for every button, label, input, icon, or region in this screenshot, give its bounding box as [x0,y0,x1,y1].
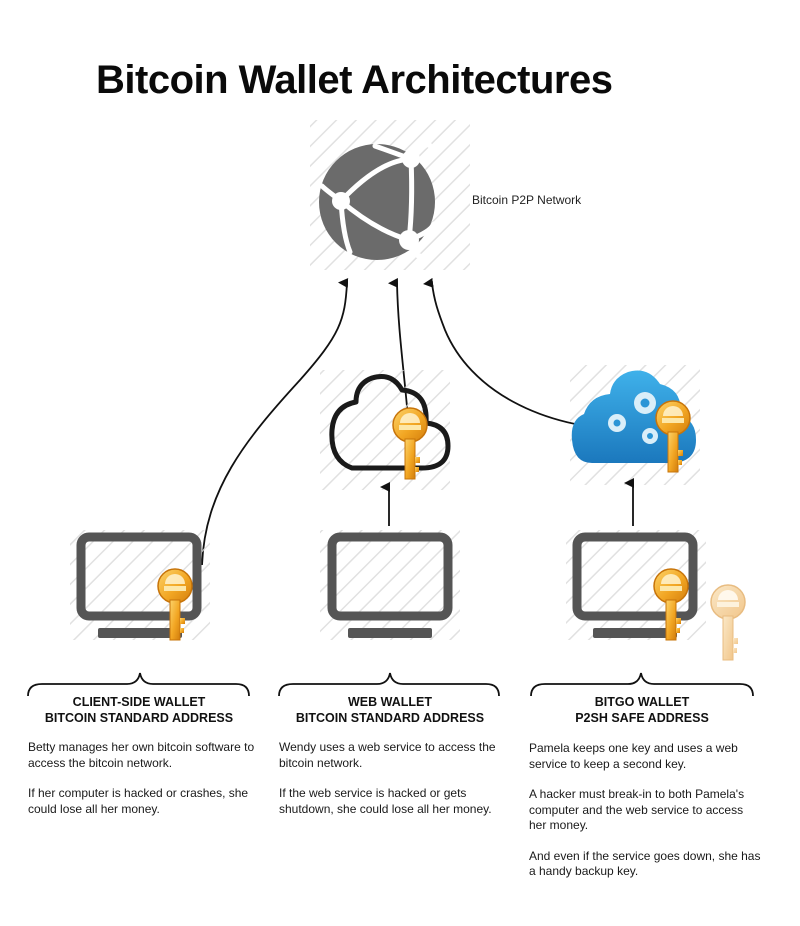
bitgo-wallet-description: Pamela keeps one key and uses a web serv… [529,741,761,895]
description-paragraph: And even if the service goes down, she h… [529,848,761,879]
bitgo-wallet-heading: BITGO WALLET P2SH SAFE ADDRESS [531,694,753,726]
client-to-network-arrow [201,278,349,566]
client-side-heading: CLIENT-SIDE WALLET BITCOIN STANDARD ADDR… [28,694,250,726]
heading-line1: CLIENT-SIDE WALLET [72,695,206,709]
heading-line1: WEB WALLET [347,695,432,709]
client-side-description: Betty manages her own bitcoin software t… [28,740,263,832]
braces [27,672,754,697]
backup-key-icon [710,584,746,661]
heading-line2: P2SH SAFE ADDRESS [575,711,709,725]
description-paragraph: If her computer is hacked or crashes, sh… [28,786,249,816]
network-label: Bitcoin P2P Network [472,193,582,207]
cloud-outline-icon [320,370,451,490]
heading-line2: BITCOIN STANDARD ADDRESS [295,711,485,725]
web-wallet-description: Wendy uses a web service to access the b… [279,740,511,832]
description-paragraph: Pamela keeps one key and uses a web serv… [529,741,738,771]
description-paragraph: Wendy uses a web service to access the b… [279,740,496,770]
description-paragraph: Betty manages her own bitcoin software t… [28,740,255,770]
heading-line1: BITGO WALLET [594,695,690,709]
description-paragraph: If the web service is hacked or gets shu… [279,786,492,816]
heading-line2: BITCOIN STANDARD ADDRESS [44,711,234,725]
globe-network-icon [310,120,470,270]
web-wallet-heading: WEB WALLET BITCOIN STANDARD ADDRESS [279,694,501,726]
page-title: Bitcoin Wallet Architectures [96,58,613,102]
description-paragraph: A hacker must break-in to both Pamela's … [529,787,745,832]
monitor-icon-web [320,530,460,640]
